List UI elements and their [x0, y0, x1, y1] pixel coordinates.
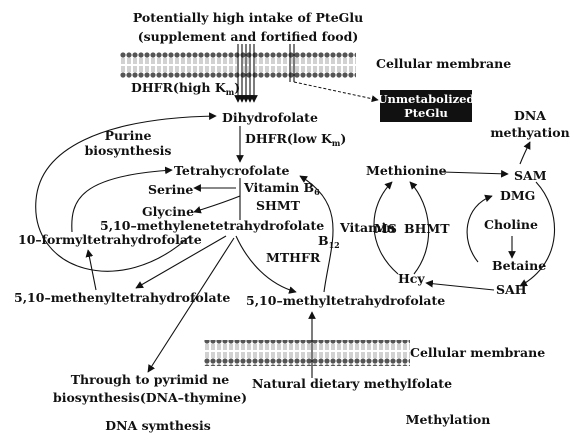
ms-label: MS: [374, 221, 397, 236]
bhmt-label: BHMT: [404, 221, 450, 236]
unmetabolized-line2: PteGlu: [404, 106, 448, 120]
arrow-sam-to-sah: [519, 181, 555, 287]
arrow-methenyl-to-formyl: [85, 249, 97, 291]
vitamin-b12-label: Vitamin: [339, 220, 395, 235]
intake-title-line1: Potentially high intake of PteGlu: [133, 10, 363, 25]
dmg-label: DMG: [500, 188, 535, 203]
bottom-cellular-membrane: [204, 340, 410, 366]
sah-label: SAH: [496, 282, 527, 297]
arrow-sah-to-hcy: [425, 279, 495, 291]
dashed-arrow-unmetabolized: [293, 81, 379, 103]
methylation-caption: Methylation: [406, 412, 491, 427]
methylene-thf-label: 5,10–methylenetetrahydrofolate: [100, 218, 324, 233]
unmetabolized-pteglu-box: [380, 90, 472, 122]
bottom-membrane-label: Cellular membrane: [410, 345, 545, 360]
dhfr-low-km-label: DHFR(low Km): [245, 131, 346, 148]
arrow-sam-to-dna: [519, 141, 531, 165]
intake-title-line2: (supplement and fortified food): [138, 29, 359, 44]
betaine-label: Betaine: [492, 258, 546, 273]
dna-synthesis-caption: DNA symthesis: [105, 418, 210, 433]
natural-methylfolate-label: Natural dietary methylfolate: [252, 376, 452, 391]
mthfr-label: MTHFR: [266, 250, 321, 265]
methyl-thf-label: 5,10–methyltetrahydrofolate: [246, 293, 445, 308]
vitamin-b12-b: B12: [318, 233, 340, 250]
arrow-formyl-to-thf: [71, 166, 173, 233]
unmetabolized-line1: Unmetabolized: [378, 92, 475, 106]
methionine-label: Methionine: [366, 163, 447, 178]
arrow-loop-to-dhf: [35, 112, 217, 272]
arrow-to-pyrimidine: [147, 237, 235, 373]
arrow-to-methenyl: [135, 235, 227, 289]
pyrimidine-line1: Through to pyrimid ne: [71, 372, 230, 387]
arrow-betaine-to-dmg: [466, 194, 493, 263]
formyl-thf-label: 10–formyltetrahydrofolate: [18, 232, 202, 247]
dna-methylation-line1: DNA: [514, 108, 546, 123]
arrow-hcy-to-methionine-bhmt: [409, 181, 430, 275]
shmt-label: SHMT: [256, 198, 301, 213]
choline-label: Choline: [484, 217, 538, 232]
pteglu-influx-arrows: [234, 44, 295, 103]
purine-line1: Purine: [105, 128, 152, 143]
vitamin-b6-label: Vitamin B6: [243, 180, 320, 197]
dna-methylation-line2: methyation: [490, 125, 569, 140]
tetrahydrofolate-label: Tetrahycrofolate: [174, 163, 290, 178]
purine-line2: biosynthesis: [85, 143, 172, 158]
sam-label: SAM: [514, 168, 547, 183]
top-membrane-label: Cellular membrane: [376, 56, 511, 71]
arrow-to-methyl-thf: [235, 235, 297, 294]
arrow-methyl-thf-to-thf: [299, 175, 334, 293]
serine-label: Serine: [148, 182, 193, 197]
arrow-methionine-to-sam: [441, 169, 509, 178]
dihydrofolate-label: Dihydrofolate: [222, 110, 318, 125]
pyrimidine-line2: biosynthesis(DNA–thymine): [53, 390, 247, 405]
arrow-hcy-to-methionine-ms: [373, 181, 399, 275]
dhfr-high-km-label: DHFR(high Km): [131, 80, 240, 97]
hcy-label: Hcy: [398, 271, 425, 286]
glycine-label: Glycine: [142, 204, 194, 219]
arrow-to-glycine: [193, 195, 241, 214]
methenyl-thf-label: 5,10–methenyltetrahydrofolate: [14, 290, 230, 305]
